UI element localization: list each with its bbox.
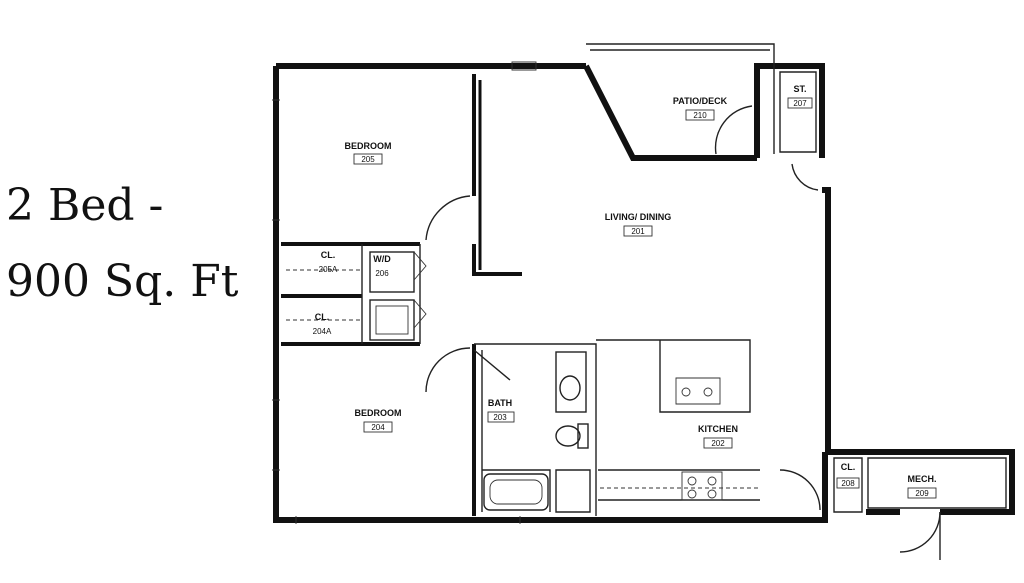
kitchen-name: KITCHEN	[698, 424, 738, 434]
room-bedroom-2: BEDROOM 204	[355, 408, 402, 433]
unit-caption: 2 Bed - 900 Sq. Ft	[6, 168, 238, 320]
bedroom-2-name: BEDROOM	[355, 408, 402, 418]
bedroom-1-number: 205	[361, 155, 375, 164]
closet-1-number: 205A	[319, 265, 338, 274]
room-storage: ST. 207	[787, 84, 813, 109]
living-number: 201	[631, 227, 645, 236]
room-bath: BATH 203	[487, 398, 515, 423]
room-closet-2: CL. 204A	[313, 312, 332, 336]
closet-2-name: CL.	[315, 312, 330, 322]
bath-name: BATH	[488, 398, 512, 408]
mech-name: MECH.	[908, 474, 937, 484]
storage-number: 207	[793, 99, 807, 108]
bedroom-2-number: 204	[371, 423, 385, 432]
closet-2-number: 204A	[313, 327, 332, 336]
room-labels: BEDROOM 205 LIVING/ DINING 201 PATIO/DEC…	[313, 84, 937, 499]
room-living: LIVING/ DINING 201	[605, 212, 672, 237]
room-closet-3: CL. 208	[836, 462, 860, 489]
wd-number: 206	[375, 269, 389, 278]
exterior-walls	[273, 43, 1015, 523]
room-mech: MECH. 209	[908, 474, 937, 499]
wd-name: W/D	[373, 254, 391, 264]
bath-number: 203	[493, 413, 507, 422]
storage-name: ST.	[793, 84, 806, 94]
living-name: LIVING/ DINING	[605, 212, 672, 222]
room-kitchen: KITCHEN 202	[698, 424, 738, 449]
kitchen-number: 202	[711, 439, 725, 448]
patio-number: 210	[693, 111, 707, 120]
caption-line-area: 900 Sq. Ft	[6, 256, 239, 307]
interior-walls	[281, 71, 1007, 516]
closet-1-name: CL.	[321, 250, 336, 260]
closet-3-name: CL.	[841, 462, 856, 472]
caption-line-bedrooms: 2 Bed -	[6, 180, 164, 231]
room-patio: PATIO/DECK 210	[673, 96, 728, 121]
room-bedroom-1: BEDROOM 205	[345, 141, 392, 165]
doors	[425, 105, 941, 560]
mech-number: 209	[915, 489, 929, 498]
bedroom-1-name: BEDROOM	[345, 141, 392, 151]
room-closet-1: CL. 205A	[319, 250, 338, 274]
closet-3-number: 208	[841, 479, 855, 488]
fixtures	[272, 61, 589, 524]
room-wd: W/D 206	[373, 254, 391, 278]
patio-name: PATIO/DECK	[673, 96, 728, 106]
